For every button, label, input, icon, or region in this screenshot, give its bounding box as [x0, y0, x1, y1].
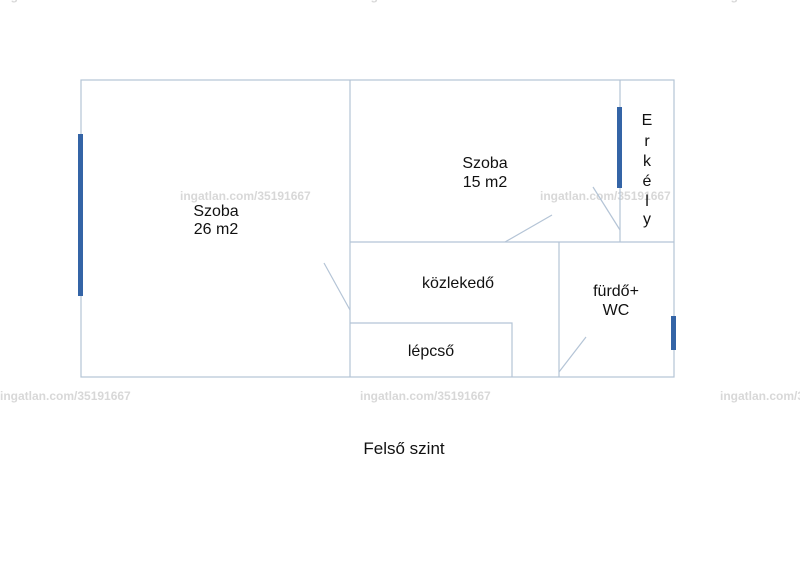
window-room-15: [617, 107, 622, 188]
watermark-top-left: ingatlan.com/35191667: [0, 0, 131, 3]
watermark-bottom-center: ingatlan.com/35191667: [360, 389, 491, 403]
watermark-mid-left: ingatlan.com/35191667: [180, 189, 311, 203]
balcony-letter: E: [642, 112, 653, 129]
windows: [78, 107, 676, 350]
doors: [323, 186, 621, 373]
balcony-letter: r: [644, 133, 650, 150]
walls: [80, 79, 675, 378]
balcony-letter: l: [645, 193, 649, 210]
corridor-label: közlekedő: [422, 275, 494, 292]
window-bathroom: [671, 316, 676, 350]
room-26-name: Szoba: [193, 203, 238, 220]
watermark-top-center: ingatlan.com/35191667: [360, 0, 491, 3]
door-room-26: [323, 262, 351, 311]
balcony-letter: y: [643, 211, 651, 228]
room-labels: Szoba 26 m2 Szoba 15 m2 közlekedő lépcső…: [193, 112, 652, 360]
bathroom-wc: WC: [603, 302, 630, 319]
watermark-top-right: ingatlan.com/35191667: [720, 0, 800, 3]
balcony-label: E r k é l y: [642, 112, 653, 228]
door-room-15: [504, 214, 553, 243]
watermarks: ingatlan.com/35191667 ingatlan.com/35191…: [0, 0, 800, 403]
watermark-bottom-left: ingatlan.com/35191667: [0, 389, 131, 403]
watermark-bottom-right: ingatlan.com/35191667: [720, 389, 800, 403]
room-15-area: 15 m2: [463, 174, 508, 191]
wall-stairs: [350, 322, 513, 377]
watermark-mid-right: ingatlan.com/35191667: [540, 189, 671, 203]
room-26-area: 26 m2: [194, 221, 239, 238]
door-bathroom: [558, 336, 587, 373]
balcony-letter: k: [643, 153, 652, 170]
room-15-name: Szoba: [462, 155, 507, 172]
outer-wall: [80, 79, 675, 378]
window-room-26: [78, 134, 83, 296]
balcony-letter: é: [643, 173, 652, 190]
floor-caption: Felső szint: [363, 439, 445, 458]
stairs-label: lépcső: [408, 343, 454, 360]
bathroom-name: fürdő+: [593, 283, 639, 300]
door-balcony: [592, 186, 621, 231]
